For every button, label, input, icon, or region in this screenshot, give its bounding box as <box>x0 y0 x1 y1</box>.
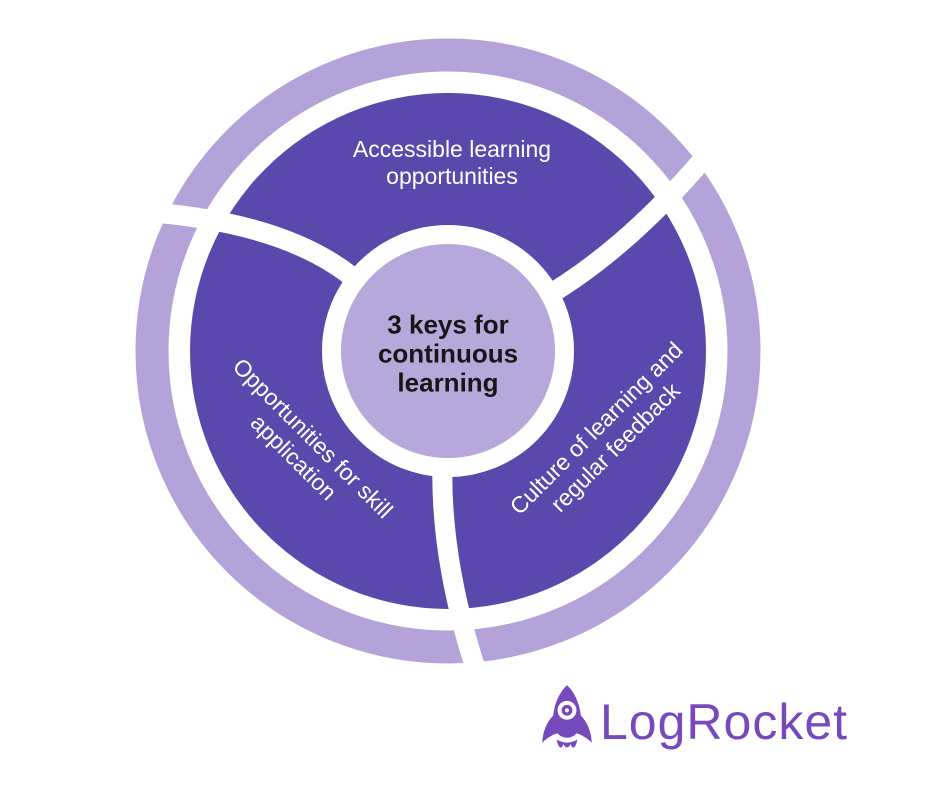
segment-label-line: Accessible learning <box>352 136 552 162</box>
diagram-title-line: learning <box>397 367 499 398</box>
divider-bottom <box>432 450 494 698</box>
outer-ring <box>135 38 761 664</box>
diagram-title-line: continuous <box>377 338 519 369</box>
segment-label-line: opportunities <box>386 163 518 189</box>
center-circle <box>341 244 555 458</box>
divider-upper-right <box>530 132 728 312</box>
diagram-title: 3 keys for continuous learning <box>377 309 519 398</box>
logo: LogRocket <box>540 682 848 762</box>
segment-label-accessible-learning: Accessible learning opportunities <box>353 136 551 190</box>
rocket-icon <box>542 685 592 748</box>
logo-text: LogRocket <box>600 694 849 750</box>
diagram-title-line: 3 keys for <box>387 309 509 340</box>
